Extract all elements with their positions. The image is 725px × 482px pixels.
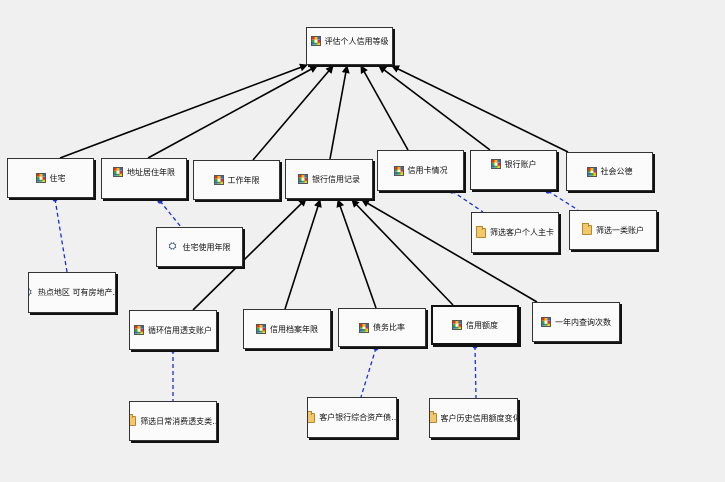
grid-icon bbox=[113, 167, 123, 177]
arrow-address_years-to-root[interactable] bbox=[147, 65, 318, 159]
folder-icon bbox=[582, 223, 592, 235]
grid-icon bbox=[256, 324, 266, 334]
node-label: 一年内查询次数 bbox=[555, 317, 611, 327]
node-label: 筛选日常消费透支类... bbox=[140, 416, 217, 426]
folder-icon bbox=[476, 225, 486, 238]
node-label: 热点地区 可有房地产... bbox=[37, 288, 116, 297]
arrow-work_years-to-root[interactable] bbox=[252, 65, 334, 161]
arrow-debt_ratio-to-bank_credit[interactable] bbox=[336, 199, 377, 309]
link-anchor-dot[interactable] bbox=[157, 198, 163, 204]
node-address-years[interactable]: 地址居住年限 bbox=[101, 158, 187, 199]
chip-icon bbox=[169, 242, 179, 252]
node-label: 信用额度 bbox=[466, 320, 498, 330]
node-label: 信用卡情况 bbox=[407, 166, 448, 175]
link-housing-to-hot_area[interactable] bbox=[54, 198, 68, 273]
node-bank-credit[interactable]: 银行信用记录 bbox=[285, 159, 373, 199]
arrow-inquiries_year-to-bank_credit[interactable] bbox=[361, 199, 538, 303]
node-limit-history[interactable]: 客户历史信用额度变化 bbox=[429, 398, 518, 438]
node-credit-file-years[interactable]: 信用档案年限 bbox=[243, 309, 331, 349]
node-revolving-overdraft[interactable]: 循环信用透支账户 bbox=[129, 310, 217, 350]
node-house-use-years[interactable]: 住宅使用年限 bbox=[156, 227, 243, 267]
link-bank_account-to-filter_class1[interactable] bbox=[547, 190, 579, 211]
grid-icon bbox=[298, 174, 308, 184]
node-label: 债务比率 bbox=[373, 323, 405, 332]
link-debt_ratio-to-customer_assets[interactable] bbox=[360, 347, 377, 398]
grid-icon bbox=[586, 166, 597, 177]
node-label: 筛选一类账户 bbox=[596, 225, 644, 235]
node-label: 银行账户 bbox=[504, 160, 537, 169]
node-inquiries-year[interactable]: 一年内查询次数 bbox=[532, 302, 620, 342]
arrow-bank_account-to-root[interactable] bbox=[378, 65, 491, 151]
arrow-revolving_overdraft-to-bank_credit[interactable] bbox=[192, 198, 307, 311]
node-label: 住宅 bbox=[49, 173, 66, 183]
node-label: 地址居住年限 bbox=[127, 168, 175, 177]
node-label: 工作年限 bbox=[227, 175, 260, 185]
grid-icon bbox=[452, 320, 462, 330]
node-label: 银行信用记录 bbox=[312, 174, 360, 184]
link-card_status-to-filter_primary_card[interactable] bbox=[451, 190, 484, 213]
arrow-credit_limit-to-bank_credit[interactable] bbox=[351, 199, 454, 306]
node-root[interactable]: 评估个人信用等级 bbox=[306, 27, 393, 65]
folder-icon bbox=[430, 411, 437, 423]
grid-icon bbox=[393, 165, 404, 176]
link-credit_limit-to-limit_history[interactable] bbox=[474, 345, 477, 399]
chip-icon bbox=[29, 288, 34, 298]
node-hot-area[interactable]: 热点地区 可有房地产... bbox=[28, 272, 116, 313]
folder-icon bbox=[308, 410, 316, 423]
node-debt-ratio[interactable]: 债务比率 bbox=[338, 308, 426, 347]
grid-icon bbox=[35, 173, 46, 183]
grid-icon bbox=[310, 36, 321, 46]
node-label: 客户历史信用额度变化 bbox=[440, 413, 518, 423]
grid-icon bbox=[359, 322, 369, 333]
node-filter-class1[interactable]: 筛选一类账户 bbox=[569, 210, 657, 250]
node-label: 循环信用透支账户 bbox=[148, 325, 212, 335]
arrow-bank_credit-to-root[interactable] bbox=[329, 65, 350, 160]
node-filter-primary-card[interactable]: 筛选客户个人主卡 bbox=[471, 212, 559, 253]
arrow-credit_file_years-to-bank_credit[interactable] bbox=[284, 199, 322, 310]
node-housing[interactable]: 住宅 bbox=[7, 158, 94, 198]
node-bank-account[interactable]: 银行账户 bbox=[470, 150, 557, 190]
node-label: 评估个人信用等级 bbox=[324, 37, 389, 46]
grid-icon bbox=[541, 317, 551, 327]
node-customer-assets[interactable]: 客户银行综合资产债... bbox=[307, 397, 397, 438]
arrow-housing-to-root[interactable] bbox=[59, 63, 308, 159]
node-social-morality[interactable]: 社会公德 bbox=[566, 152, 653, 191]
node-card-status[interactable]: 信用卡情况 bbox=[377, 150, 464, 191]
node-label: 住宅使用年限 bbox=[182, 242, 231, 252]
node-label: 信用档案年限 bbox=[270, 324, 318, 334]
node-work-years[interactable]: 工作年限 bbox=[193, 160, 280, 200]
grid-icon bbox=[490, 159, 501, 169]
node-credit-limit[interactable]: 信用额度 bbox=[431, 305, 519, 345]
link-address_years-to-house_use_years[interactable] bbox=[159, 200, 182, 228]
node-label: 社会公德 bbox=[600, 167, 633, 176]
node-label: 客户银行综合资产债... bbox=[319, 413, 397, 422]
arrow-card_status-to-root[interactable] bbox=[360, 65, 409, 151]
arrow-social_morality-to-root[interactable] bbox=[391, 65, 569, 153]
node-filter-daily-spend[interactable]: 筛选日常消费透支类... bbox=[129, 401, 217, 441]
grid-icon bbox=[213, 175, 224, 185]
node-label: 筛选客户个人主卡 bbox=[490, 228, 554, 237]
folder-icon bbox=[130, 414, 137, 426]
grid-icon bbox=[134, 325, 144, 335]
